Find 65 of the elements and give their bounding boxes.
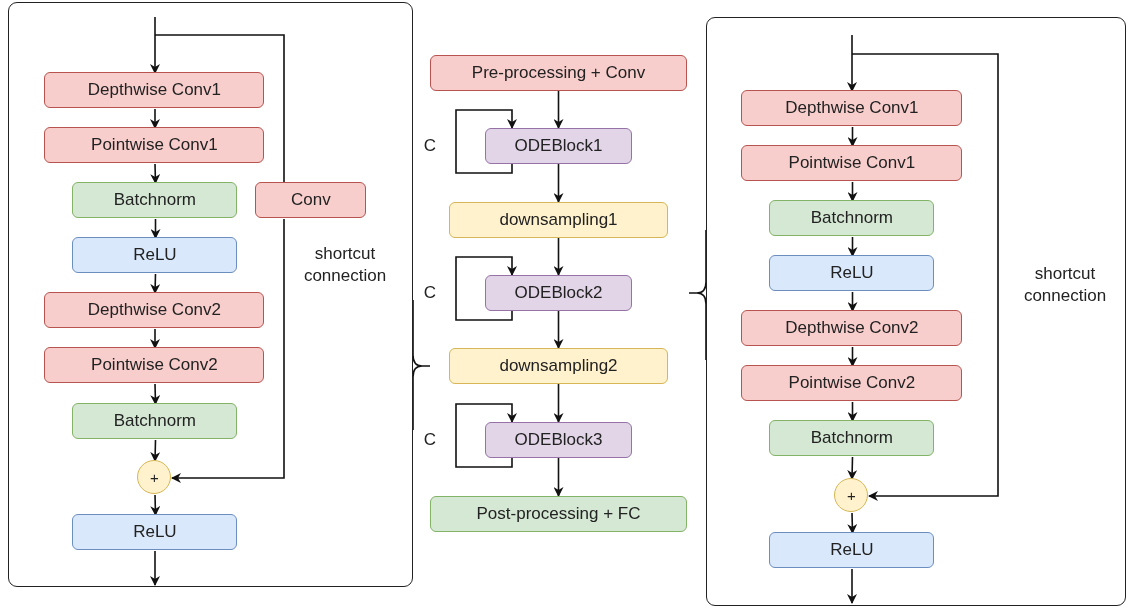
arrow — [847, 126, 858, 147]
process-box: Post-processing + FC — [430, 496, 687, 532]
edge-label: shortcut connection — [1022, 262, 1108, 307]
arrow — [847, 568, 857, 604]
process-box: ReLU — [72, 514, 238, 551]
arrow — [150, 439, 161, 462]
process-box: Conv — [255, 182, 367, 219]
arrow — [847, 401, 858, 422]
process-box: ReLU — [72, 237, 238, 274]
arrow — [553, 310, 564, 349]
process-box: Pre-processing + Conv — [430, 55, 687, 91]
process-box: Pointwise Conv2 — [44, 347, 265, 384]
sum-node: + — [834, 478, 869, 513]
arrow — [847, 181, 858, 202]
process-box: ReLU — [769, 255, 935, 292]
process-box: Batchnorm — [72, 182, 238, 219]
process-box: ReLU — [769, 532, 935, 569]
process-box: Batchnorm — [72, 403, 238, 440]
arrow — [553, 383, 564, 423]
process-box: Pointwise Conv1 — [44, 127, 265, 164]
process-box: ODEBlock1 — [485, 128, 632, 164]
process-box: ODEBlock2 — [485, 275, 632, 311]
arrow — [150, 163, 161, 184]
arrow — [150, 273, 161, 294]
arrow — [847, 34, 857, 92]
process-box: downsampling1 — [449, 202, 668, 238]
process-box: Pointwise Conv1 — [741, 145, 963, 182]
panel-frame — [8, 2, 413, 587]
arrow — [150, 16, 160, 74]
edge-label: C — [423, 134, 437, 157]
arrow — [150, 550, 160, 586]
arrow — [847, 346, 858, 367]
edge-label: C — [423, 281, 437, 304]
edge-label: shortcut connection — [302, 242, 388, 287]
process-box: downsampling2 — [449, 348, 668, 384]
arrow — [553, 237, 564, 276]
arrow — [455, 256, 517, 321]
arrow — [847, 512, 858, 534]
arrow — [150, 218, 161, 239]
process-box: Depthwise Conv2 — [741, 310, 963, 347]
process-box: Depthwise Conv1 — [741, 90, 963, 127]
process-box: ODEBlock3 — [485, 422, 632, 458]
arrow — [847, 236, 858, 257]
arrow — [847, 456, 858, 480]
arrow — [150, 328, 160, 349]
arrow — [553, 90, 564, 129]
arrow — [171, 218, 285, 483]
arrow — [150, 494, 161, 516]
arrow — [455, 109, 517, 174]
arrow — [553, 457, 564, 497]
edge-label: C — [423, 428, 437, 451]
process-box: Depthwise Conv2 — [44, 292, 265, 329]
arrow — [847, 291, 858, 312]
process-box: Pointwise Conv2 — [741, 365, 963, 402]
process-box: Batchnorm — [769, 200, 935, 237]
process-box: Batchnorm — [769, 420, 935, 457]
arrow — [150, 383, 161, 405]
panel-frame — [706, 17, 1126, 606]
sum-node: + — [137, 460, 172, 495]
connector-line — [154, 34, 285, 184]
arrow — [553, 163, 564, 203]
arrow — [455, 403, 517, 468]
arrow — [851, 53, 999, 501]
process-box: Depthwise Conv1 — [44, 72, 265, 109]
arrow — [150, 108, 160, 129]
